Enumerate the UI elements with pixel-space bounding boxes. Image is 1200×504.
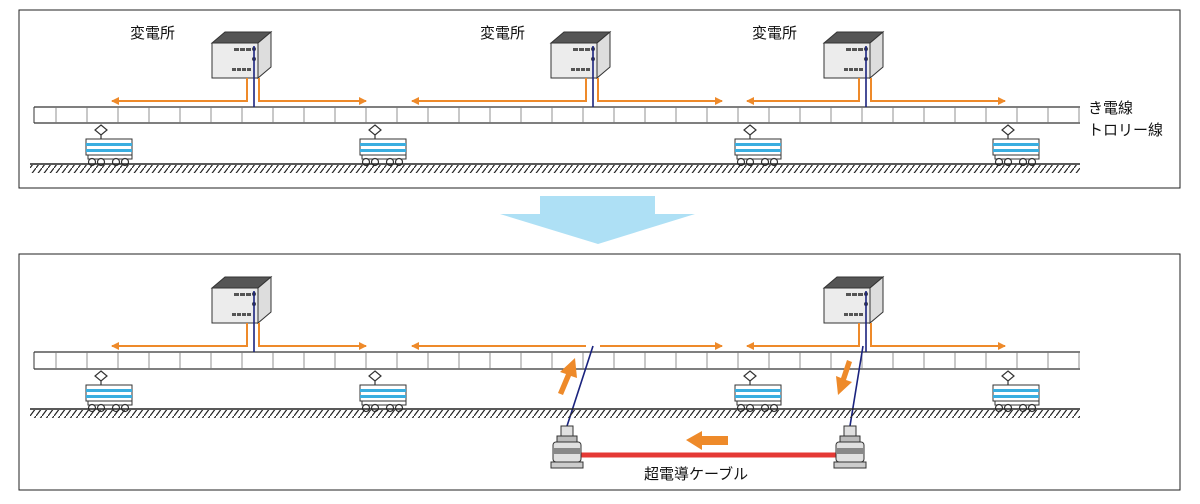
substation-label-3: 変電所 <box>752 24 797 42</box>
top-rail-track <box>30 163 1080 173</box>
bottom-feed-arrows <box>111 323 1006 350</box>
bottom-overhead-line <box>33 351 1080 370</box>
trolley-line-label: トロリー線 <box>1088 121 1163 139</box>
substation-label-2: 変電所 <box>480 24 525 42</box>
substation-label-1: 変電所 <box>130 24 175 42</box>
substation-3-icon <box>823 31 884 79</box>
feeder-line-label: き電線 <box>1088 99 1133 117</box>
power-flow-arrows <box>558 358 852 450</box>
superconducting-cable-label: 超電導ケーブル <box>644 465 748 483</box>
top-feeder-wires <box>253 46 867 107</box>
flow-down-arrow-icon <box>836 360 852 395</box>
substation-3-icon <box>823 276 884 324</box>
transition-down-arrow <box>500 196 695 244</box>
top-feed-arrows <box>111 78 1006 105</box>
flow-left-arrow-icon <box>686 431 728 450</box>
substation-2-icon <box>550 31 611 79</box>
top-overhead-line <box>33 106 1080 124</box>
substation-1-icon <box>211 31 272 79</box>
bottom-rail-track <box>30 408 1080 418</box>
substation-1-icon <box>211 276 272 324</box>
flow-up-arrow-icon <box>558 358 577 395</box>
